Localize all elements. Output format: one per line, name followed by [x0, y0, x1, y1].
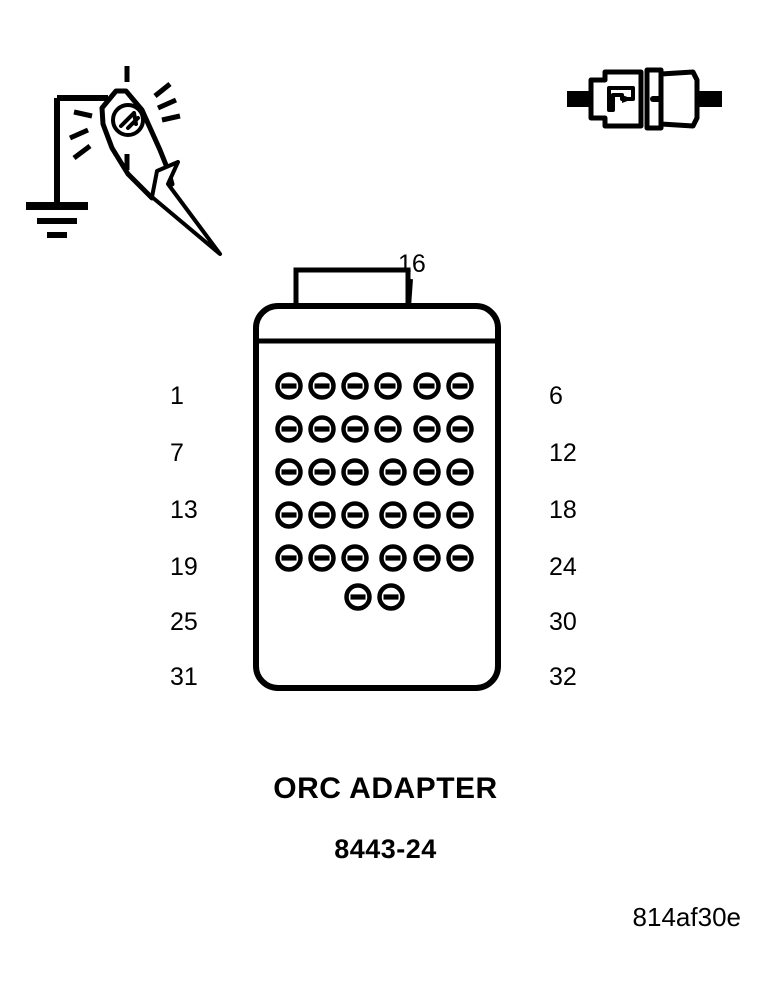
pin-row-label-right-30: 30 — [549, 608, 577, 636]
pin-row-label-right-6: 6 — [549, 382, 563, 410]
figure-part-number: 8443-24 — [334, 834, 437, 864]
orc-adapter-body — [248, 248, 518, 698]
test-light-probe-icon — [20, 58, 250, 263]
mated-connector-pair-icon — [565, 62, 725, 137]
pin-row-label-right-18: 18 — [549, 496, 577, 524]
pin-row-label-left-7: 7 — [170, 439, 184, 467]
pin-row-label-left-13: 13 — [170, 496, 198, 524]
pin-row-label-left-1: 1 — [170, 382, 184, 410]
pin-16 — [382, 461, 405, 484]
figure-reference-code: 814af30e — [632, 902, 741, 932]
figure-title: ORC ADAPTER — [273, 772, 498, 805]
pin-row-label-right-12: 12 — [549, 439, 577, 467]
pin-row-label-right-32: 32 — [549, 663, 577, 691]
pin-row-label-left-31: 31 — [170, 663, 198, 691]
pin-row-label-left-25: 25 — [170, 608, 198, 636]
pin-row-label-left-19: 19 — [170, 553, 198, 581]
pin-row-label-right-24: 24 — [549, 553, 577, 581]
